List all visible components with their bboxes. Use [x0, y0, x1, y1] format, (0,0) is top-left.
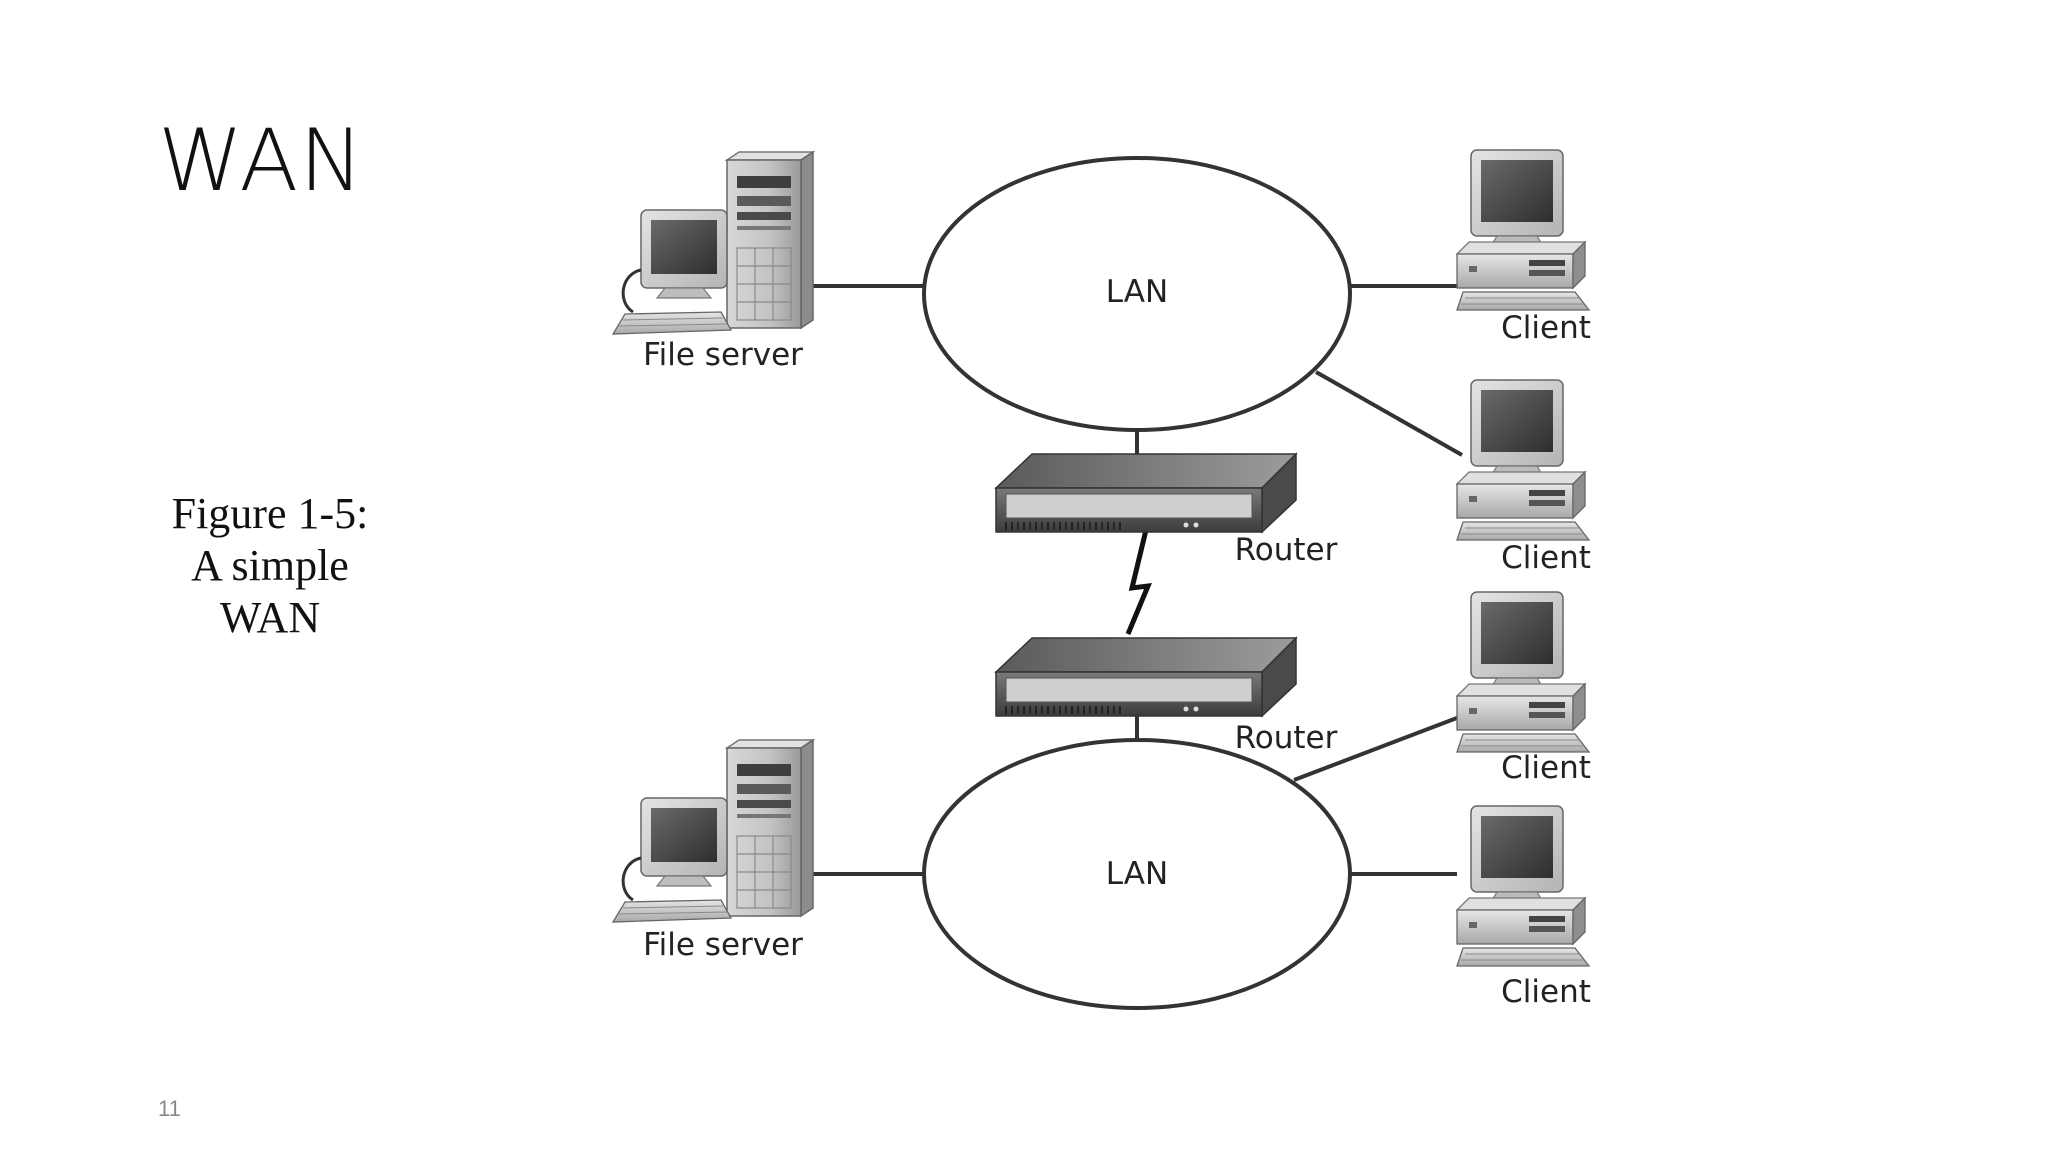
file-server-top-icon	[611, 150, 815, 336]
router-top-label: Router	[1235, 532, 1338, 568]
file-server-bottom-label: File server	[643, 927, 803, 963]
caption-line-3: WAN	[219, 593, 321, 642]
lan-top-ellipse	[922, 156, 1352, 432]
client-2-icon	[1456, 379, 1590, 541]
client-3-label: Client	[1501, 750, 1591, 786]
router-bottom-label: Router	[1235, 720, 1338, 756]
file-server-top-label: File server	[643, 337, 803, 373]
client-2-label: Client	[1501, 540, 1591, 576]
slide-title: WAN	[158, 111, 365, 211]
client-4-label: Client	[1501, 974, 1591, 1010]
caption-line-2: A simple	[191, 541, 349, 590]
link-lan-top-client-2	[1315, 370, 1463, 457]
client-4-icon	[1456, 805, 1590, 967]
link-lan-bottom-client-3	[1293, 711, 1471, 782]
client-1-icon	[1456, 149, 1590, 311]
router-top-icon	[995, 449, 1299, 533]
lan-bottom-ellipse	[922, 738, 1352, 1010]
caption-line-1: Figure 1-5:	[171, 489, 369, 538]
file-server-bottom-icon	[611, 738, 815, 924]
lan-top-label: LAN	[1106, 274, 1168, 310]
figure-caption: Figure 1-5: A simple WAN	[150, 488, 390, 644]
client-3-icon	[1456, 591, 1590, 753]
router-bottom-icon	[995, 633, 1299, 717]
slide-number: 11	[158, 1096, 181, 1121]
wan-link-lightning	[1125, 529, 1152, 635]
client-1-label: Client	[1501, 310, 1591, 346]
lan-bottom-label: LAN	[1106, 856, 1168, 892]
connection-lines	[813, 284, 1471, 876]
